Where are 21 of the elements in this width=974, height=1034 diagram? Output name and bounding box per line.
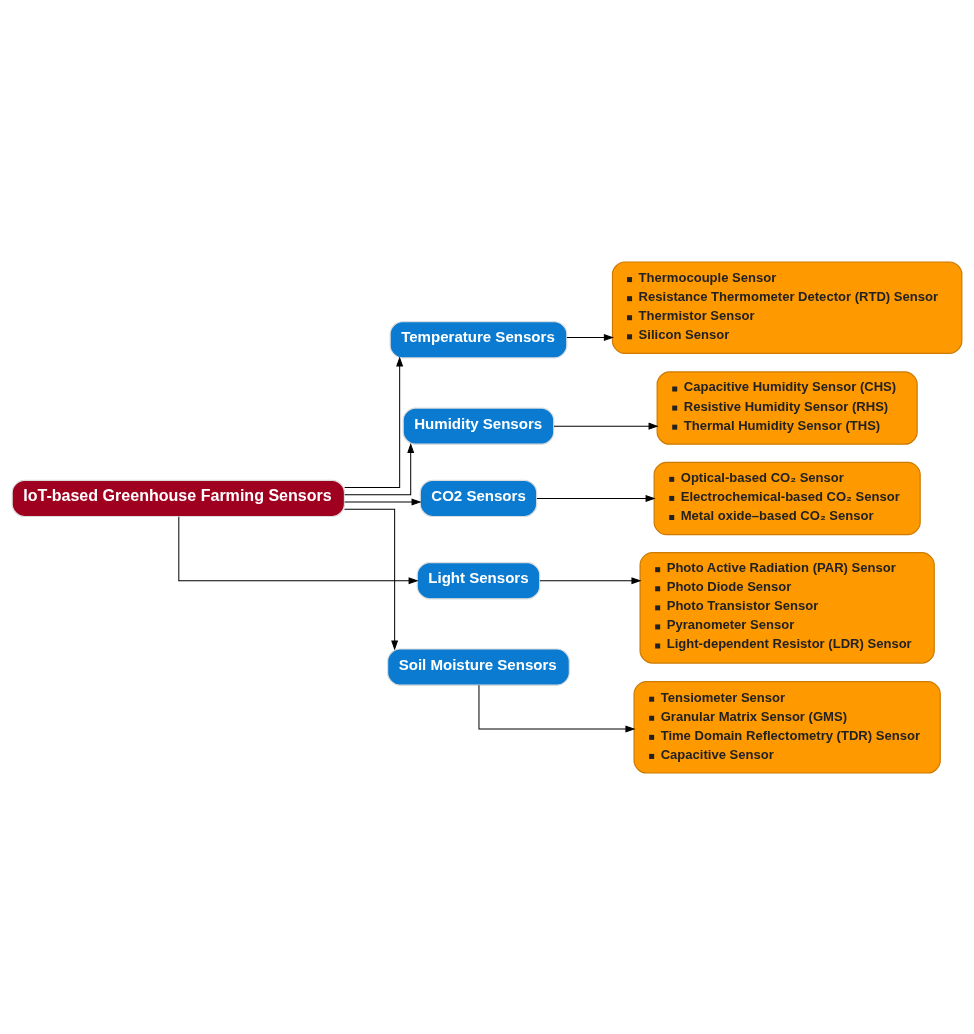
arrow <box>344 443 414 495</box>
node-box: Light Sensors <box>416 561 541 599</box>
arrow <box>344 498 421 505</box>
arrow <box>178 515 418 584</box>
arrow <box>344 356 403 488</box>
arrow <box>343 508 398 649</box>
arrow <box>536 494 655 502</box>
node-box: Soil Moisture Sensors <box>387 647 570 686</box>
arrow <box>478 684 635 732</box>
node-box: Temperature Sensors <box>389 320 568 358</box>
arrow <box>566 333 613 341</box>
arrow <box>553 422 658 429</box>
node-box: Photo Active Radiation (PAR) Sensor Photo Diode Sensor Photo Transistor Sensor Pyranometer Sensor Light-dependent Resistor (LDR) Sensor <box>639 551 935 664</box>
node-box: Optical-based CO₂ Sensor Electrochemical-based CO₂ Sensor Metal oxide–based CO₂ Sensor <box>653 461 921 535</box>
node-box: CO2 Sensors <box>419 479 538 517</box>
node-box: Capacitive Humidity Sensor (CHS) Resistive Humidity Sensor (RHS) Thermal Humidity Sensor (THS) <box>656 370 918 445</box>
node-box: Humidity Sensors <box>402 406 555 445</box>
node-box: Tensiometer Sensor Granular Matrix Sensor (GMS) Time Domain Reflectometry (TDR) Sensor Capacitive Sensor <box>633 680 941 774</box>
node-box: Thermocouple Sensor Resistance Thermometer Detector (RTD) Sensor Thermistor Sensor Silicon Sensor <box>611 260 963 354</box>
arrow <box>539 576 641 584</box>
node-box: IoT-based Greenhouse Farming Sensors <box>11 479 346 517</box>
